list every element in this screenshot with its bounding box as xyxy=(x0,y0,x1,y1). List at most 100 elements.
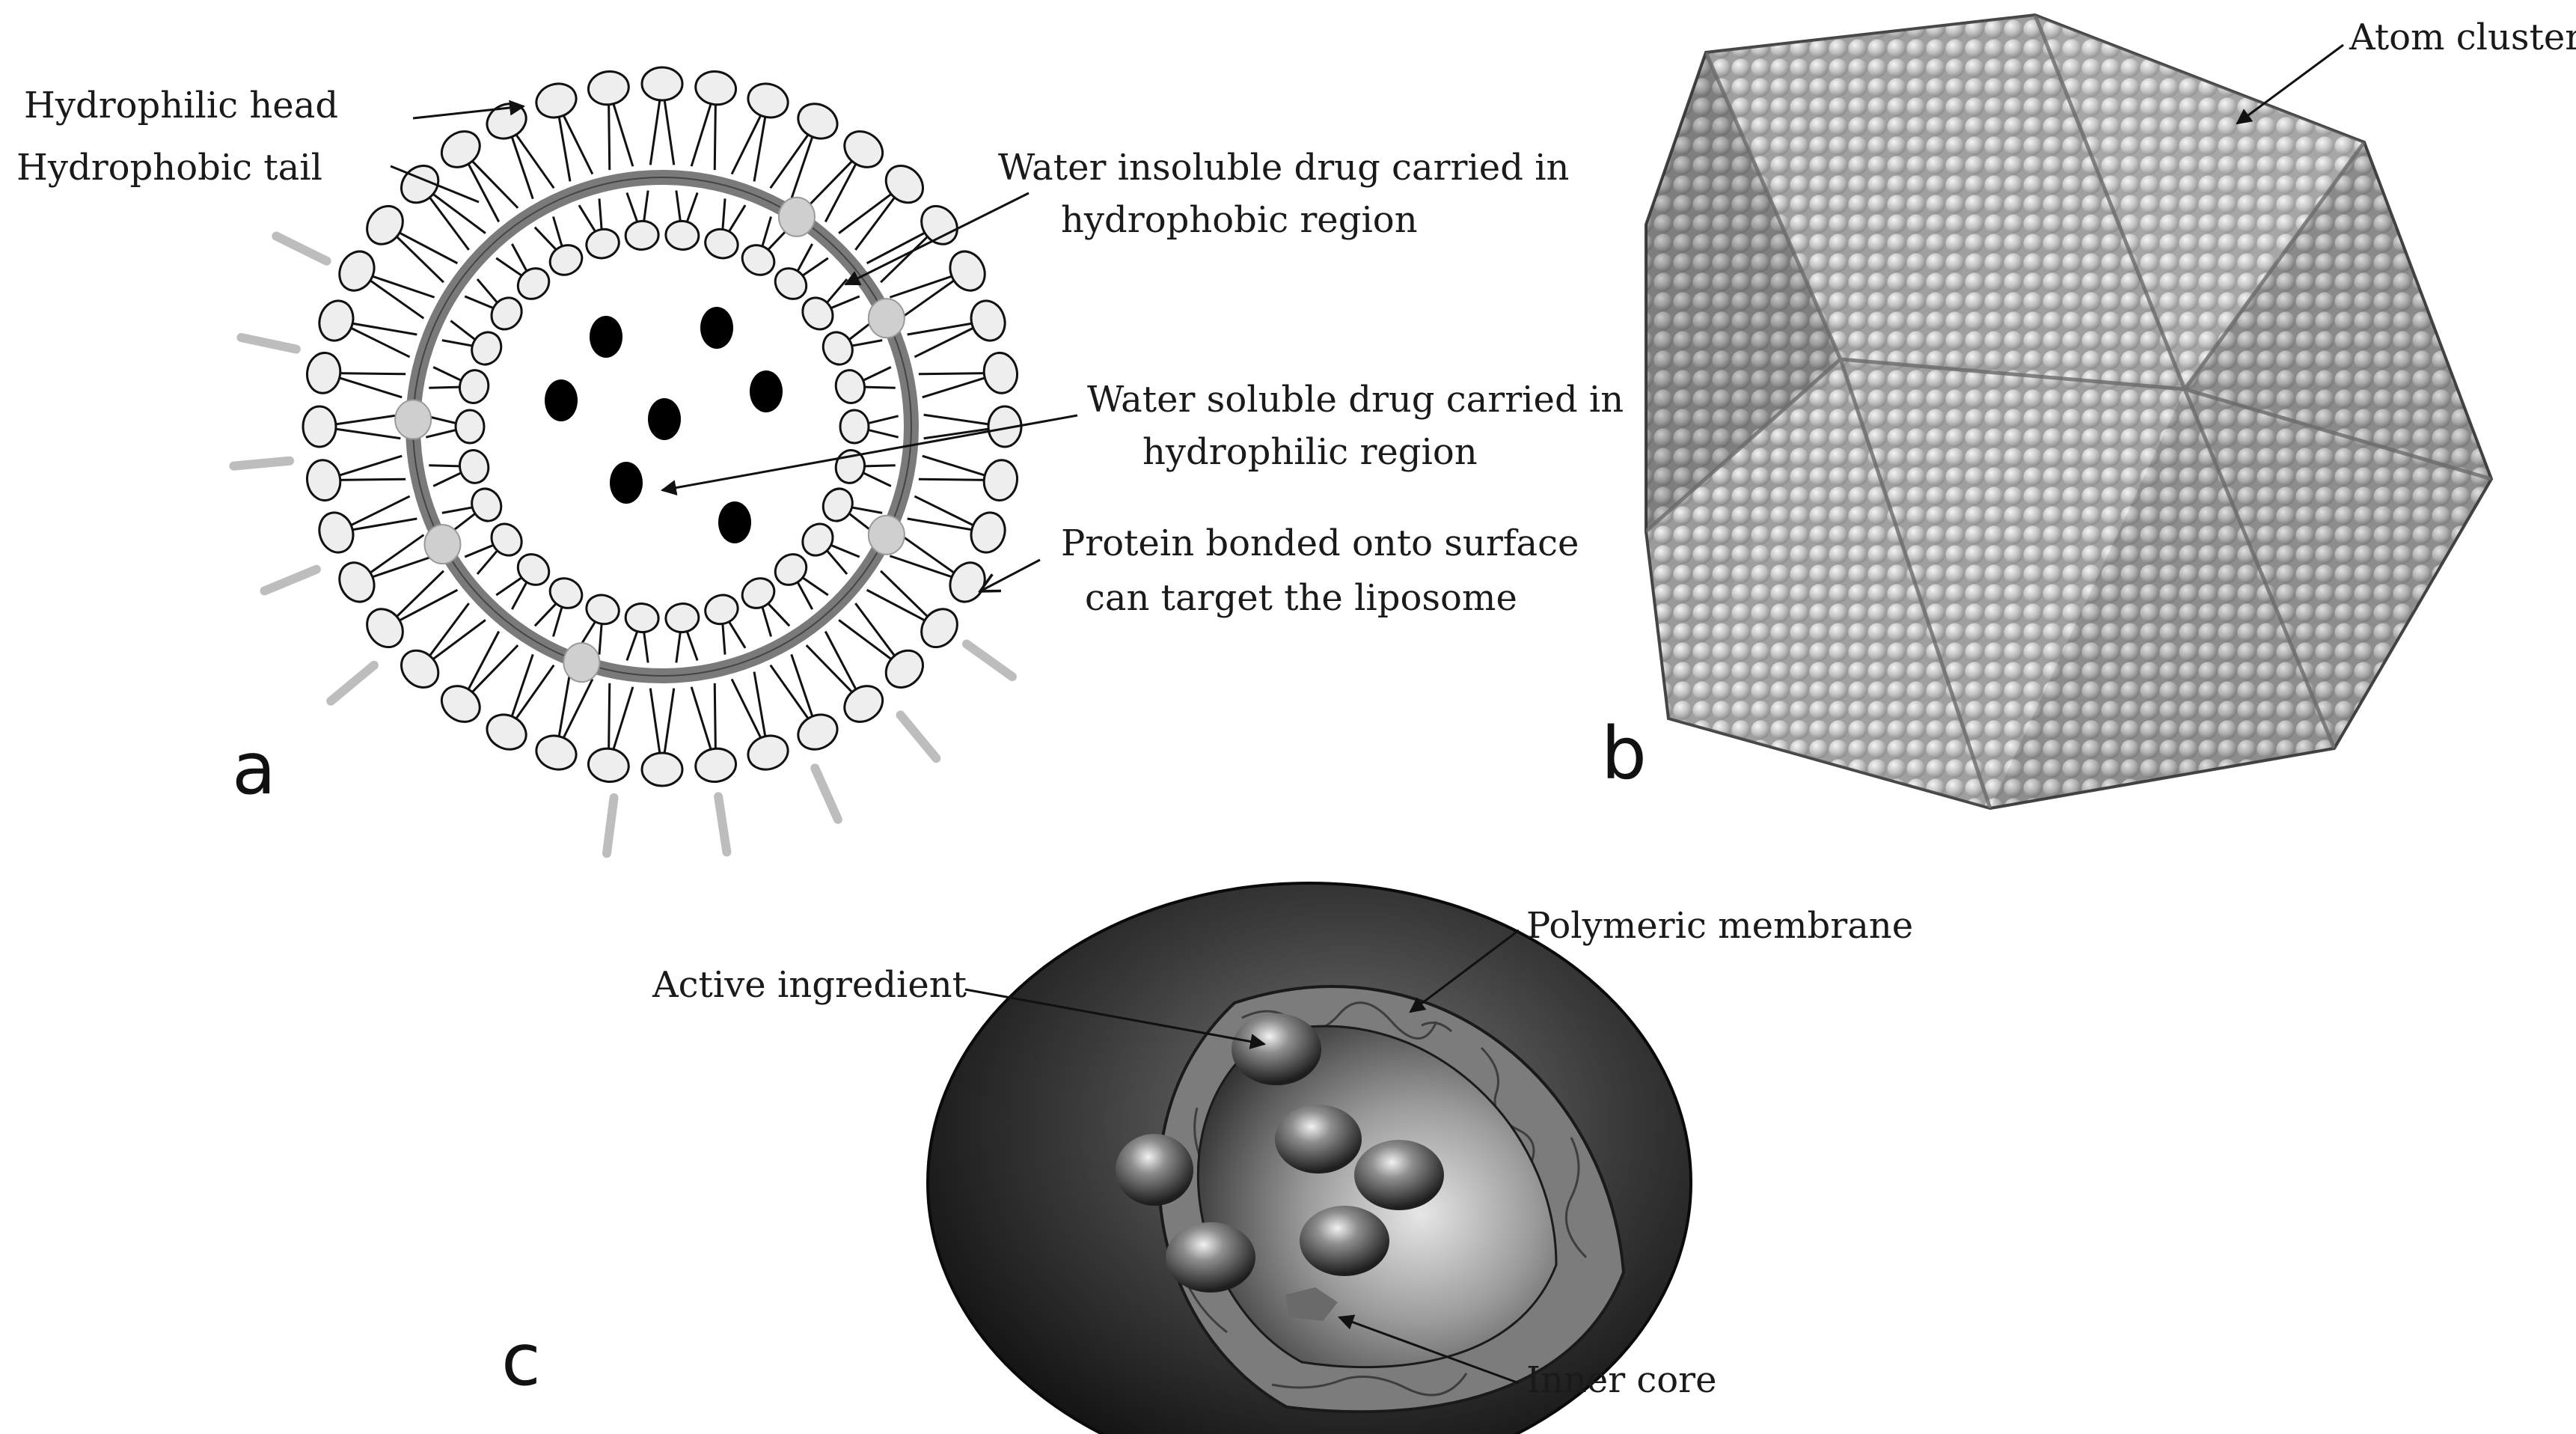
panel-letter-a: a xyxy=(232,727,276,811)
outer-lipid-molecule xyxy=(730,671,789,771)
outer-lipid-molecule xyxy=(838,602,924,689)
inner-lipid-molecule xyxy=(533,216,584,276)
label-insoluble-drug-1: Water insoluble drug carried in xyxy=(998,147,1569,189)
inner-lipid-molecule xyxy=(533,577,584,637)
cluster-facets xyxy=(1646,15,2491,808)
inner-lipid-molecule xyxy=(425,409,486,445)
insoluble-drug-particle xyxy=(563,642,601,683)
outer-lipid-molecule xyxy=(838,165,924,251)
outer-lipid-molecule xyxy=(535,671,594,771)
inner-lipid-molecule xyxy=(495,553,551,610)
outer-lipid-molecule xyxy=(400,602,486,689)
insoluble-drug-particles xyxy=(394,196,905,683)
surface-protein xyxy=(896,710,941,763)
surface-protein xyxy=(260,564,321,596)
inner-lipid-molecule xyxy=(464,278,523,331)
inner-lipid-molecule xyxy=(801,522,860,576)
outer-lipid-molecule xyxy=(587,683,634,783)
panel-letter-c: c xyxy=(501,1318,541,1402)
cluster-body xyxy=(1645,13,2494,811)
outer-lipid-molecule xyxy=(907,299,1006,358)
liposome-diagram xyxy=(229,66,1023,858)
inner-lipid-molecule xyxy=(429,449,490,487)
outer-lipid-layer xyxy=(302,66,1023,787)
inner-lipid-molecule xyxy=(624,602,660,663)
outer-lipid-molecule xyxy=(918,351,1018,399)
outer-lipid-molecule xyxy=(318,495,417,554)
outer-lipid-molecule xyxy=(769,103,839,200)
inner-lipid-molecule xyxy=(704,198,747,260)
inner-lipid-molecule xyxy=(839,409,899,445)
surface-protein xyxy=(714,792,732,857)
inner-lipid-molecule xyxy=(741,577,791,637)
label-protein-2: can target the liposome xyxy=(1085,577,1517,619)
label-polymeric-membrane: Polymeric membrane xyxy=(1526,905,1913,947)
outer-lipid-molecule xyxy=(306,351,406,399)
insoluble-drug-particle xyxy=(777,196,816,237)
inner-lipid-molecule xyxy=(664,602,700,663)
inner-lipid-layer xyxy=(425,190,899,663)
inner-lipid-molecule xyxy=(441,487,503,534)
surface-protein xyxy=(602,793,619,858)
inner-lipid-molecule xyxy=(741,216,791,276)
label-soluble-drug-2: hydrophilic region xyxy=(1142,431,1478,473)
outer-lipid-molecule xyxy=(486,653,555,751)
inner-lipid-molecule xyxy=(624,190,660,251)
label-hydrophobic-tail: Hydrophobic tail xyxy=(16,147,322,189)
outer-lipid-molecule xyxy=(318,299,417,358)
surface-protein xyxy=(236,333,301,354)
outer-lipid-molecule xyxy=(866,570,958,649)
insoluble-drug-particle xyxy=(423,524,462,565)
outer-lipid-molecule xyxy=(306,454,406,502)
surface-proteins xyxy=(229,231,1017,858)
inner-lipid-molecule xyxy=(774,243,829,300)
inner-lipid-molecule xyxy=(578,594,620,655)
panel-c-arrows xyxy=(964,929,1520,1385)
outer-lipid-molecule xyxy=(440,630,519,723)
label-soluble-drug-1: Water soluble drug carried in xyxy=(1087,379,1624,421)
panel-a-arrows xyxy=(390,100,1078,591)
insoluble-drug-particle xyxy=(867,514,905,555)
outer-lipid-molecule xyxy=(907,495,1006,554)
inner-lipid-molecule xyxy=(441,320,503,366)
inner-lipid-molecule xyxy=(774,553,829,610)
inner-lipid-molecule xyxy=(801,278,860,331)
outer-lipid-molecule xyxy=(690,683,738,783)
atom-cluster-icosahedron xyxy=(1645,13,2494,811)
insoluble-drug-particle xyxy=(394,399,432,440)
outer-lipid-molecule xyxy=(805,630,884,723)
label-hydrophilic-head: Hydrophilic head xyxy=(24,85,338,126)
outer-lipid-molecule xyxy=(338,250,435,320)
insoluble-drug-particle xyxy=(867,298,905,339)
label-insoluble-drug-2: hydrophobic region xyxy=(1061,199,1418,241)
soluble-drug-particles xyxy=(545,307,783,543)
inner-lipid-molecule xyxy=(664,190,700,251)
outer-lipid-molecule xyxy=(769,653,839,751)
outer-lipid-molecule xyxy=(587,70,634,171)
surface-protein xyxy=(326,660,379,706)
outer-lipid-molecule xyxy=(640,688,684,787)
label-atom-cluster: Atom cluster xyxy=(2349,16,2576,58)
outer-lipid-molecule xyxy=(366,204,459,284)
outer-lipid-molecule xyxy=(640,66,684,165)
surface-protein xyxy=(961,639,1017,682)
label-protein-1: Protein bonded onto surface xyxy=(1061,522,1579,564)
surface-protein xyxy=(810,763,842,824)
inner-core-marker xyxy=(1285,1287,1338,1321)
outer-lipid-molecule xyxy=(302,405,401,448)
active-ingredient-spheres xyxy=(1116,1013,1444,1293)
inner-lipid-molecule xyxy=(495,243,551,300)
inner-lipid-molecule xyxy=(429,366,490,404)
inner-lipid-molecule xyxy=(834,366,896,404)
outer-lipid-molecule xyxy=(690,70,738,171)
surface-protein xyxy=(272,231,331,266)
outer-lipid-molecule xyxy=(805,130,884,223)
label-inner-core: Inner core xyxy=(1526,1359,1717,1401)
inner-lipid-molecule xyxy=(578,198,620,260)
outer-lipid-molecule xyxy=(923,405,1023,448)
nanocapsule xyxy=(926,882,1692,1434)
inner-lipid-molecule xyxy=(704,594,747,655)
outer-lipid-molecule xyxy=(366,570,459,649)
inner-lipid-molecule xyxy=(464,522,523,576)
